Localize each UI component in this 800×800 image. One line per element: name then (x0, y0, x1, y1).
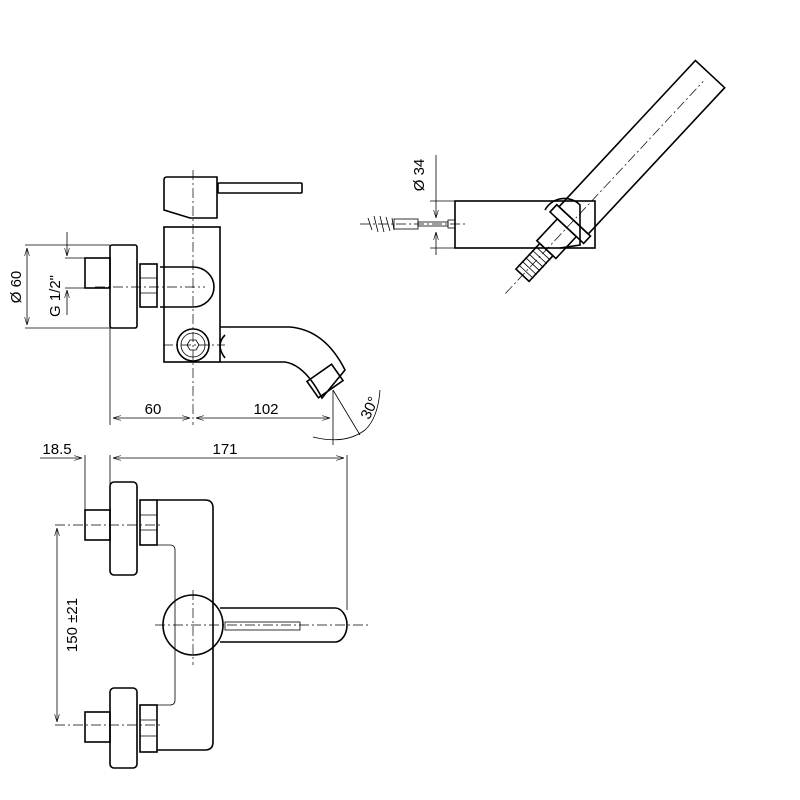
dim-18-5: 18.5 (42, 441, 71, 458)
dim-171: 171 (212, 441, 237, 458)
mixer-side-view: Ø 60 G 1/2" 60 102 30° (8, 170, 382, 445)
wall-anchor-screw (360, 215, 465, 233)
dim-holder-diameter: Ø 34 (411, 159, 428, 192)
hand-shower (505, 59, 726, 294)
dim-60: 60 (145, 401, 162, 418)
dim-thread: G 1/2" (47, 275, 64, 317)
dim-102: 102 (253, 401, 278, 418)
shower-holder-view: Ø 34 (360, 59, 726, 294)
dim-flange-diameter: Ø 60 (8, 271, 25, 304)
dim-150-21: 150 ±21 (64, 598, 81, 652)
mixer-front-view: 18.5 171 150 ±21 (40, 441, 370, 769)
dim-angle: 30° (357, 394, 382, 422)
